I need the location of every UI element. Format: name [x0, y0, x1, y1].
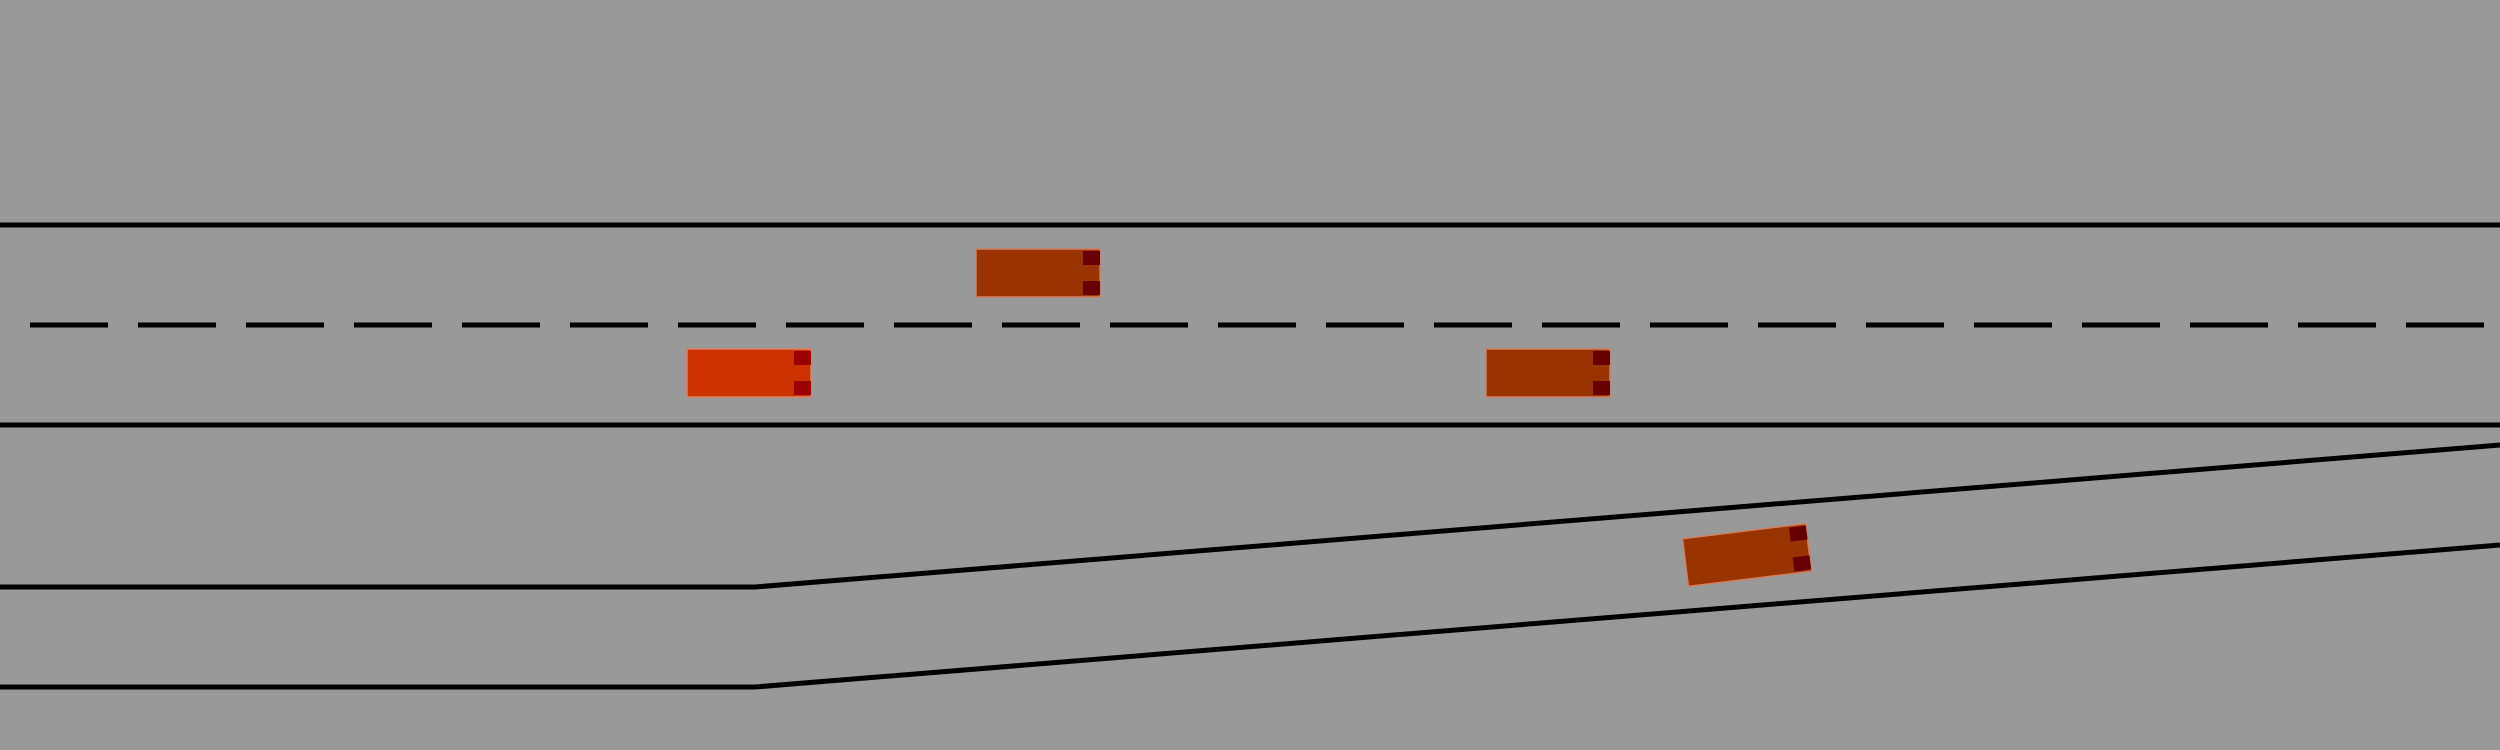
headlight-icon [1083, 281, 1100, 295]
vehicle-body [686, 348, 812, 398]
vehicle-other-main-right [1485, 348, 1611, 398]
headlight-icon [794, 351, 811, 365]
vehicle-body [975, 248, 1101, 298]
headlight-icon [1083, 251, 1100, 265]
headlight-icon [1593, 351, 1610, 365]
vehicle-ego [686, 348, 812, 398]
vehicle-body [1681, 522, 1813, 588]
headlight-icon [1792, 555, 1812, 572]
merge-ramp-lower-edge [0, 542, 2500, 690]
vehicle-other-merge-ramp [1681, 522, 1813, 588]
headlight-icon [1593, 381, 1610, 395]
headlight-icon [1788, 525, 1808, 542]
headlight-icon [794, 381, 811, 395]
vehicle-other-main-left [975, 248, 1101, 298]
merge-ramp-upper-edge [0, 442, 2500, 590]
vehicle-body [1485, 348, 1611, 398]
